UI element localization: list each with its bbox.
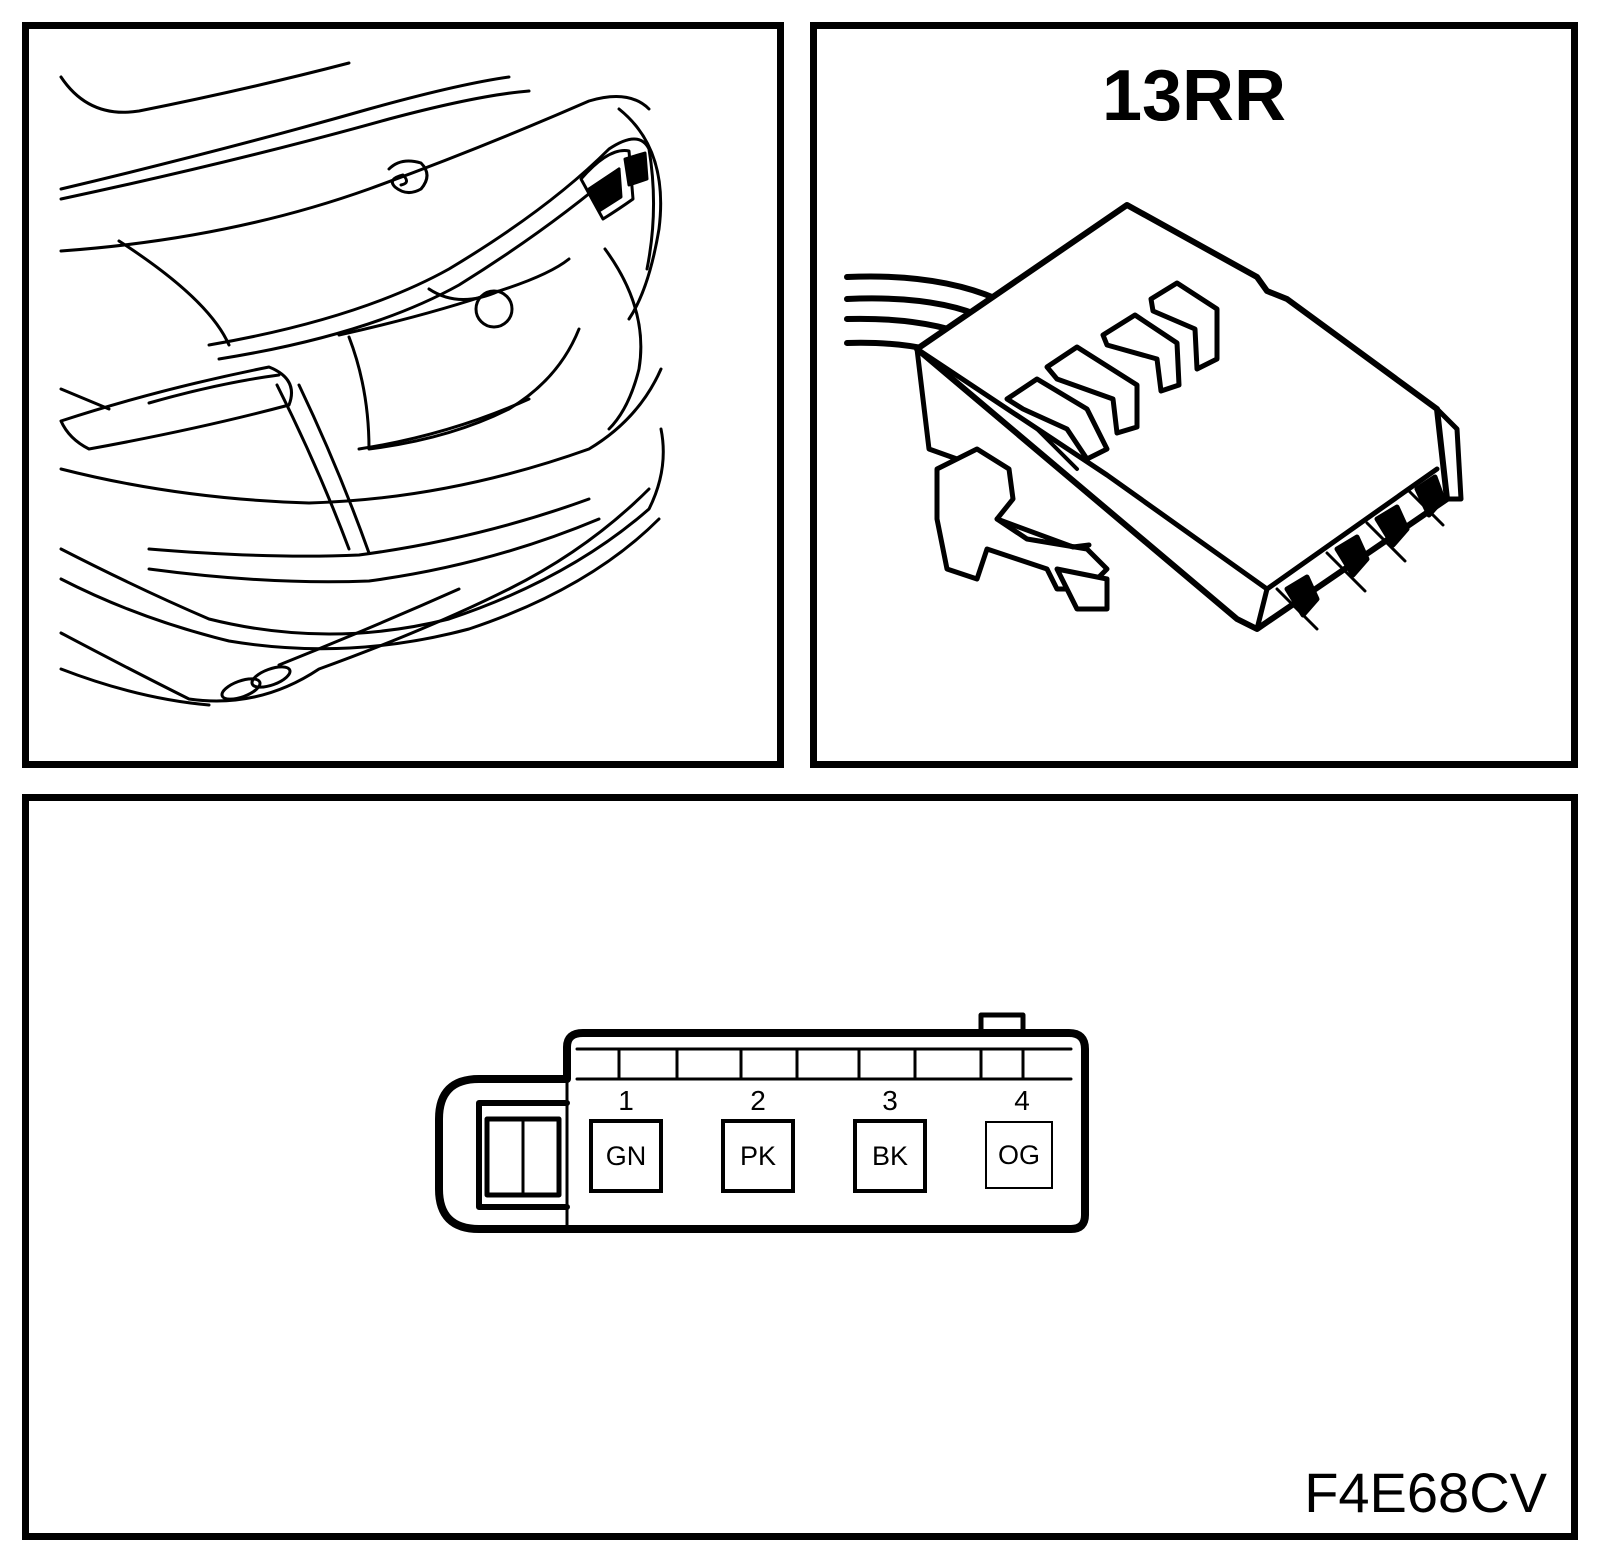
pin-number-2: 2 — [750, 1085, 766, 1116]
connector-face-outline — [435, 1012, 1089, 1233]
figure-code: F4E68CV — [1304, 1461, 1547, 1524]
pin-1-terminal: GN — [589, 1119, 663, 1193]
connector-illustration — [844, 202, 1464, 632]
pinout-panel: 1 GN 2 PK 3 BK 4 OG F4E68CV — [22, 794, 1578, 1540]
vehicle-rear-illustration — [59, 61, 665, 707]
pin-number-3: 3 — [882, 1085, 898, 1116]
connector-view-panel: 13RR — [810, 22, 1578, 768]
connector-title: 13RR — [1101, 56, 1287, 136]
pin-4-terminal: OG — [985, 1121, 1053, 1189]
vehicle-location-panel — [22, 22, 784, 768]
pin-3-terminal: BK — [853, 1119, 927, 1193]
pin-number-4: 4 — [1014, 1085, 1030, 1116]
pin-2-terminal: PK — [721, 1119, 795, 1193]
pin-number-1: 1 — [618, 1085, 634, 1116]
